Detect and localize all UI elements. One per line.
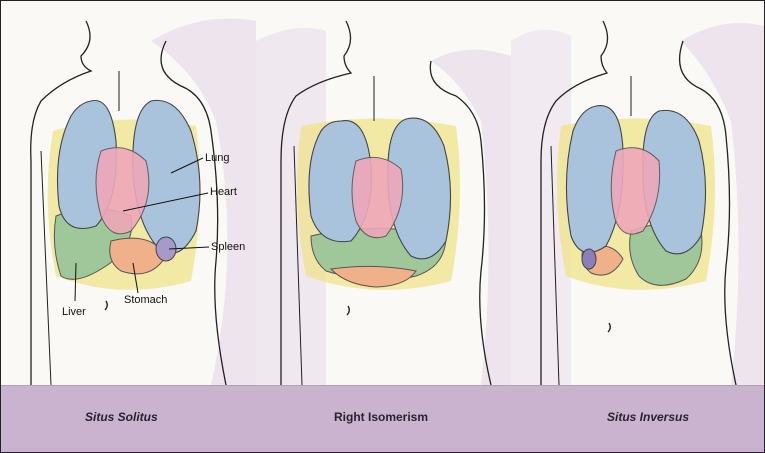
right-isomerism-illustration bbox=[256, 1, 511, 385]
label-liver: Liver bbox=[62, 306, 86, 318]
caption-situs-solitus: Situs Solitus bbox=[85, 410, 158, 424]
label-lung: Lung bbox=[205, 152, 229, 164]
situs-inversus-illustration bbox=[511, 1, 765, 385]
caption-situs-inversus: Situs Inversus bbox=[607, 410, 689, 424]
caption-right-isomerism: Right Isomerism bbox=[334, 410, 428, 424]
label-stomach: Stomach bbox=[124, 294, 167, 306]
label-spleen: Spleen bbox=[211, 241, 245, 253]
label-heart: Heart bbox=[210, 186, 237, 198]
caption-band: Situs Solitus Right Isomerism Situs Inve… bbox=[1, 385, 764, 453]
situs-solitus-illustration: Lung Heart Spleen Stomach Liver bbox=[1, 1, 256, 385]
